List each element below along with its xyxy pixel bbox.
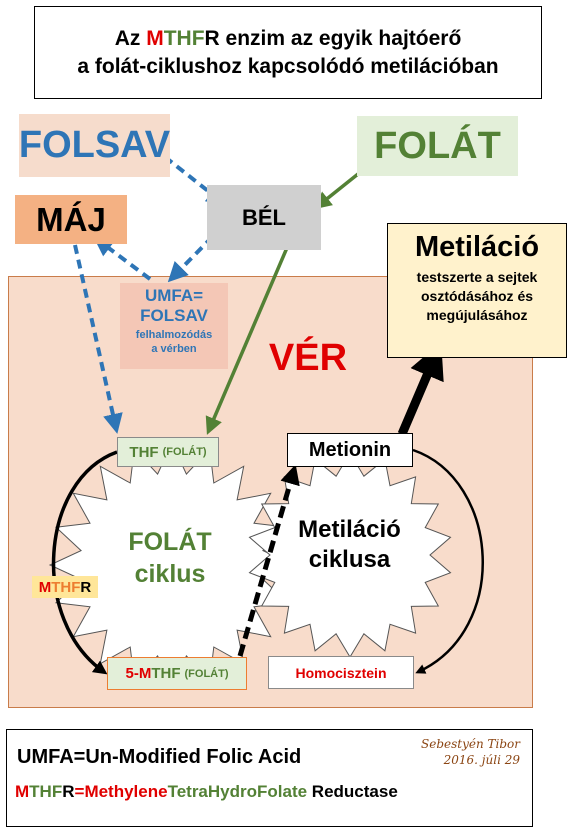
metilacio-line1: testszerte a sejtek [416, 269, 538, 285]
maj-box: MÁJ [15, 195, 127, 244]
legend-mthfr: MTHFR=MethyleneTetraHydroFolate Reductas… [15, 782, 398, 801]
arrow-umfa-to-maj [93, 236, 152, 281]
homocisztein-box: Homocisztein [268, 656, 414, 689]
arrow-bel-to-thf [205, 221, 300, 435]
arrow-thf-to-mthf [51, 450, 118, 675]
legend-box: UMFA=Un-Modified Folic Acid MTHFR=Methyl… [6, 729, 533, 827]
umfa-line3b: a vérben [151, 343, 197, 355]
folat-box: FOLÁT [357, 116, 518, 176]
metionin-box: Metionin [287, 433, 413, 467]
arrow-metionin-to-metilacio [397, 342, 444, 436]
umfa-line3a: felhalmozódás [135, 329, 213, 341]
diagram-title: Az MTHFR enzim az egyik hajtóerő a folát… [34, 6, 542, 99]
methylation-cycle-label: Metiláció ciklusa [298, 516, 401, 573]
folat-cycle-label: FOLÁT ciklus [128, 528, 212, 588]
arrow-metionin-to-homocisztein [412, 448, 484, 674]
legend-umfa: UMFA=Un-Modified Folic Acid [17, 746, 302, 768]
metilacio-line3: megújulásához [426, 307, 528, 323]
umfa-box: UMFA= FOLSAV felhalmozódás a vérben [120, 283, 228, 369]
metilacio-title: Metiláció [414, 231, 540, 263]
arrow-mthf-to-metionin [237, 464, 300, 657]
metilacio-box: Metiláció testszerte a sejtek osztódásáh… [387, 223, 567, 358]
title-line2: a folát-ciklushoz kapcsolódó metilációba… [77, 54, 499, 78]
umfa-line2: FOLSAV [140, 306, 208, 325]
signature: Sebestyén Tibor 2016. júli 29 [421, 737, 520, 767]
umfa-line1: UMFA= [144, 286, 204, 305]
title-line1: Az MTHFR enzim az egyik hajtóerő [114, 26, 462, 50]
folsav-box: FOLSAV [19, 114, 170, 177]
arrow-bel-to-umfa [167, 224, 225, 283]
ver-label: VÉR [268, 337, 348, 379]
bel-box: BÉL [207, 185, 321, 250]
thf-box: THF(FOLÁT) [117, 437, 219, 467]
metilacio-line2: osztódásához és [420, 288, 534, 304]
arrow-maj-to-thf [73, 244, 123, 434]
